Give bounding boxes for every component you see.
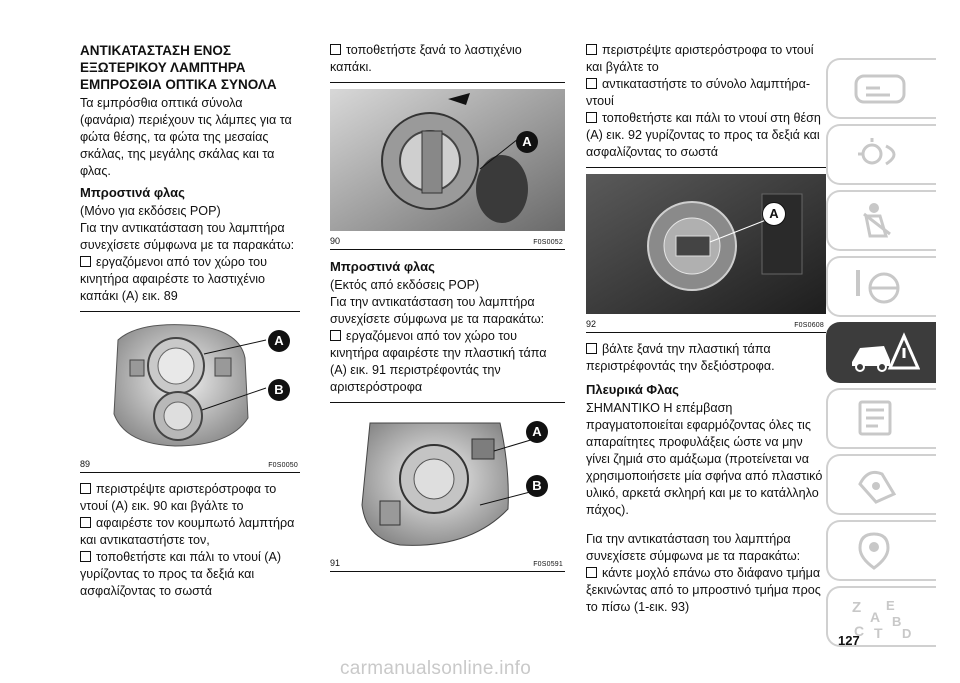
column-2: τοποθετήστε ξανά το λαστιχένιο καπάκι. A…: [330, 42, 565, 580]
checkbox-bullet-icon: [586, 78, 597, 89]
figure-92: A 92 F0S0608: [586, 167, 826, 333]
service-maintenance-icon: [858, 400, 892, 436]
callout-b: B: [526, 475, 548, 497]
svg-text:C: C: [854, 623, 864, 639]
step-item: αντικαταστήστε το σύνολο λαμπτήρα-ντουί: [586, 77, 811, 108]
callout-a: A: [268, 330, 290, 352]
warning-breakdown-icon: [852, 332, 920, 372]
callout-b: B: [268, 379, 290, 401]
tab-service[interactable]: [826, 388, 936, 449]
headlamp-rear-illustration: [330, 409, 565, 553]
tab-dashboard[interactable]: [826, 58, 936, 119]
step-item: τοποθετήστε και πάλι το ντουί στη θέση (…: [586, 111, 821, 159]
tab-driving[interactable]: [826, 256, 936, 317]
important-note: ΣΗΜΑΝΤΙΚΟ Η επέμβαση πραγματοποιείται εφ…: [586, 401, 823, 517]
step-item: κάντε μοχλό επάνω στο διάφανο τμήμα ξεκι…: [586, 566, 821, 614]
figure-code: F0S0608: [794, 322, 824, 329]
subheading-front-indicators: Μπροστινά φλας: [330, 259, 435, 274]
figure-code: F0S0050: [268, 462, 298, 469]
subheading-front-indicators: Μπροστινά φλας: [80, 185, 185, 200]
svg-text:B: B: [892, 614, 901, 629]
figure-number: 92: [586, 319, 597, 329]
step-item: εργαζόμενοι από τον χώρο του κινητήρα αφ…: [330, 329, 547, 394]
navigation-icon: [858, 532, 890, 570]
figure-number: 91: [330, 558, 341, 568]
tab-safety[interactable]: [826, 190, 936, 251]
checkbox-bullet-icon: [330, 44, 341, 55]
callout-a: A: [762, 202, 786, 226]
figure-code: F0S0052: [533, 239, 563, 246]
tab-in-emergency[interactable]: [826, 322, 936, 383]
callout-a: A: [516, 131, 538, 153]
version-note: (Μόνο για εκδόσεις POP): [80, 204, 221, 218]
checkbox-bullet-icon: [80, 551, 91, 562]
column-1: ΑΝΤΙΚΑΤΑΣΤΑΣΗ ΕΝΟΣ ΕΞΩΤΕΡΙΚΟΥ ΛΑΜΠΤΗΡΑ Ε…: [80, 42, 300, 600]
figure-91: A B 91 F0S0591: [330, 402, 565, 572]
seat-safety-icon: [863, 203, 891, 238]
figure-number: 89: [80, 459, 91, 469]
procedure-paragraph: Για την αντικατάσταση του λαμπτήρα συνεχ…: [80, 221, 295, 252]
page-number: 127: [838, 633, 860, 648]
column-3: περιστρέψτε αριστερόστροφα το ντουί και …: [586, 42, 826, 616]
car-dashboard-icon: [854, 74, 906, 104]
step-item: τοποθετήστε ξανά το λαστιχένιο καπάκι.: [330, 43, 522, 74]
checkbox-bullet-icon: [586, 343, 597, 354]
figure-89: A B 89 F0S0050: [80, 311, 300, 473]
checkbox-bullet-icon: [330, 330, 341, 341]
step-item: αφαιρέστε τον κουμπωτό λαμπτήρα και αντι…: [80, 516, 295, 547]
checkbox-bullet-icon: [586, 112, 597, 123]
callout-a: A: [526, 421, 548, 443]
checkbox-bullet-icon: [586, 567, 597, 578]
svg-text:E: E: [886, 598, 895, 613]
figure-number: 90: [330, 236, 341, 246]
svg-text:D: D: [902, 626, 911, 640]
step-item: περιστρέψτε αριστερόστροφα το ντουί (A) …: [80, 482, 277, 513]
socket-photo: [586, 174, 826, 314]
procedure-paragraph: Για την αντικατάσταση του λαμπτήρα συνεχ…: [586, 532, 801, 563]
svg-text:Z: Z: [852, 599, 861, 616]
svg-text:T: T: [874, 625, 883, 640]
tab-index[interactable]: Z E A B C T D: [826, 586, 936, 647]
checkbox-bullet-icon: [80, 483, 91, 494]
svg-text:A: A: [870, 609, 880, 625]
procedure-paragraph: Για την αντικατάσταση του λαμπτήρα συνεχ…: [330, 295, 545, 326]
step-item: εργαζόμενοι από τον χώρο του κινητήρα αφ…: [80, 255, 268, 303]
tab-technical-data[interactable]: [826, 454, 936, 515]
subheading-side-indicators: Πλευρικά Φλας: [586, 382, 679, 397]
checkbox-bullet-icon: [80, 256, 91, 267]
chapter-tabs: Z E A B C T D: [826, 58, 944, 652]
step-item: περιστρέψτε αριστερόστροφα το ντουί και …: [586, 43, 814, 74]
step-item: τοποθετήστε και πάλι το ντουί (A) γυρίζο…: [80, 550, 282, 598]
headlamp-illustration: [80, 318, 300, 454]
section-heading: ΑΝΤΙΚΑΤΑΣΤΑΣΗ ΕΝΟΣ ΕΞΩΤΕΡΙΚΟΥ ΛΑΜΠΤΗΡΑ Ε…: [80, 43, 277, 92]
checkbox-bullet-icon: [586, 44, 597, 55]
lights-icon: [858, 138, 896, 166]
tab-lights[interactable]: [826, 124, 936, 185]
steering-wheel-icon: [856, 270, 900, 304]
version-note: (Εκτός από εκδόσεις POP): [330, 278, 480, 292]
figure-90: A 90 F0S0052: [330, 82, 565, 250]
intro-paragraph: Τα εμπρόσθια οπτικά σύνολα (φανάρια) περ…: [80, 96, 292, 178]
figure-code: F0S0591: [533, 561, 563, 568]
index-abc-icon: Z E A B C T D: [852, 598, 911, 640]
step-item: βάλτε ξανά την πλαστική τάπα περιστρέφον…: [586, 342, 775, 373]
watermark: carmanualsonline.info: [340, 658, 532, 679]
technical-data-icon: [858, 470, 897, 504]
checkbox-bullet-icon: [80, 517, 91, 528]
rubber-cap-photo: [330, 89, 565, 231]
tab-multimedia[interactable]: [826, 520, 936, 581]
